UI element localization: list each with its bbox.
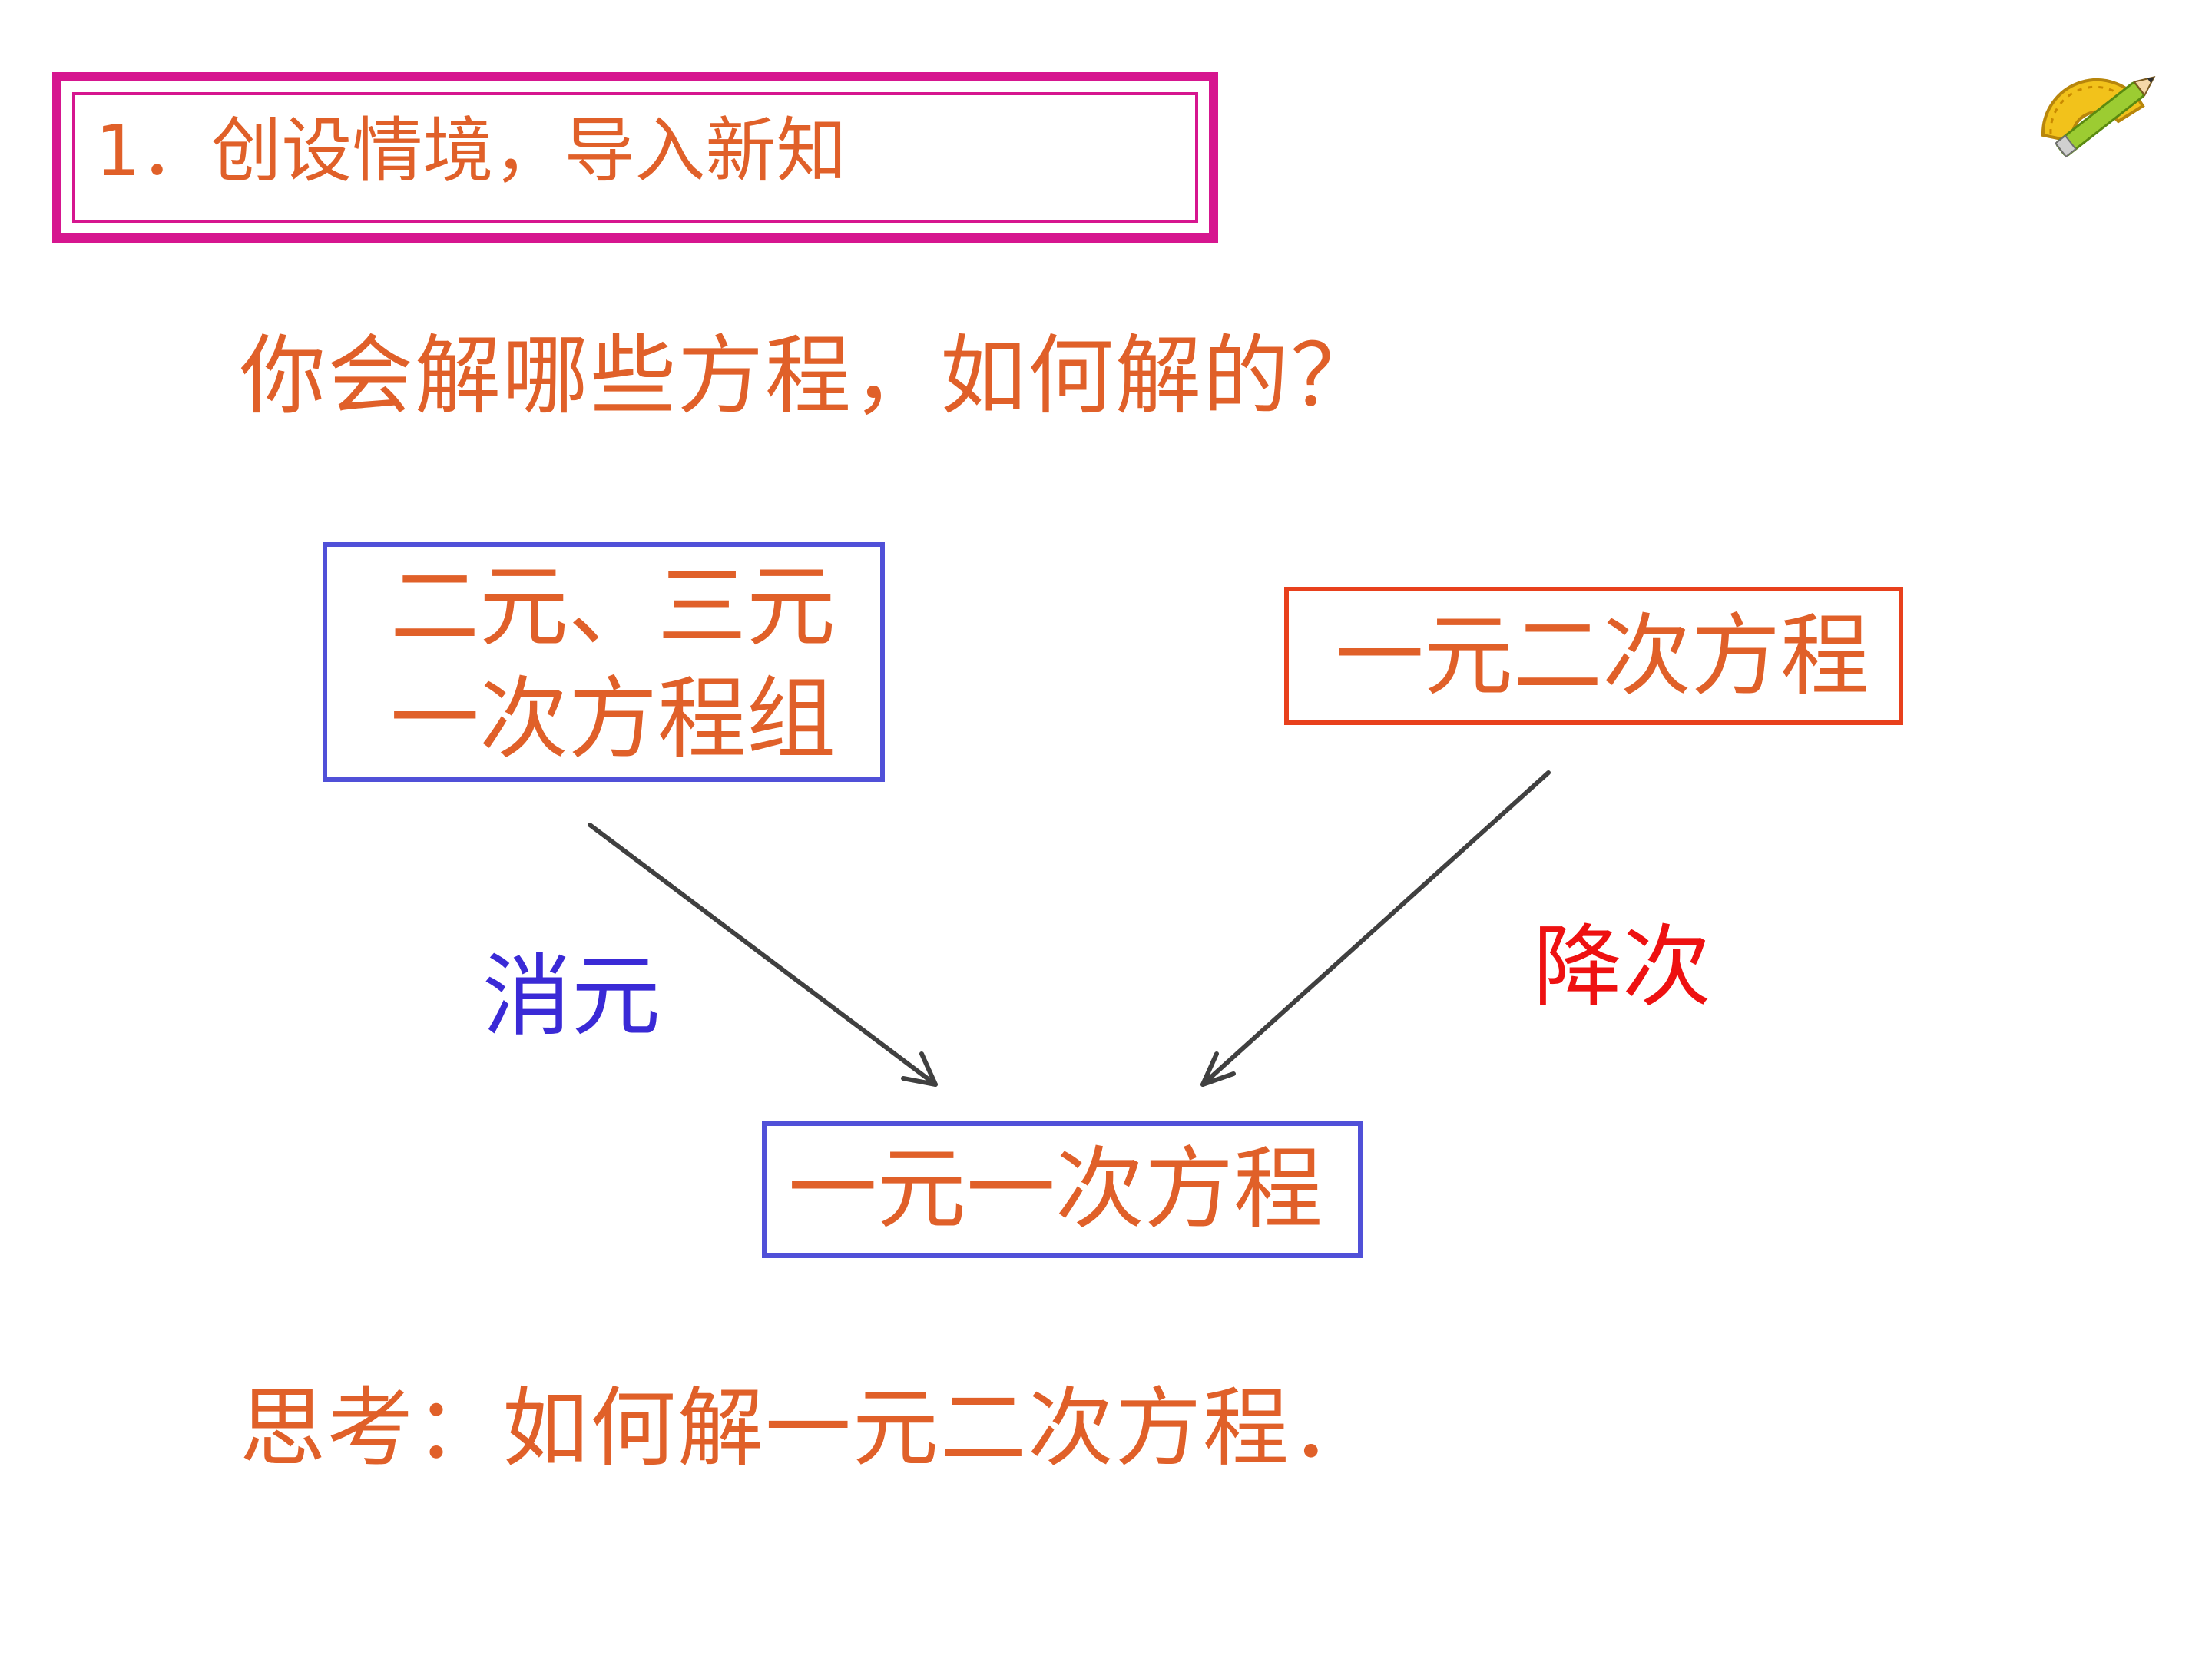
- node-right-text: 一元二次方程: [1335, 604, 1869, 708]
- arrow-right-to-bottom: [1200, 770, 1551, 1087]
- arrow-left-head: [901, 1051, 938, 1087]
- node-quadratic-equation: 一元二次方程: [1284, 587, 1903, 725]
- arrow-left-to-bottom: [588, 823, 938, 1087]
- protractor-pencil-icon: [2041, 75, 2156, 158]
- section-title-frame: 1．创设情境，导入新知: [52, 72, 1218, 243]
- node-left-line1: 二元、三元: [390, 555, 836, 659]
- node-bottom-text: 一元一次方程: [788, 1137, 1323, 1241]
- node-left-line2: 一次方程组: [390, 667, 836, 771]
- edge-label-elimination: 消元: [482, 945, 661, 1048]
- node-left-text: 二元、三元 一次方程组: [390, 551, 836, 776]
- arrow-right-head: [1200, 1051, 1236, 1087]
- intro-question: 你会解哪些方程，如何解的？: [240, 326, 1378, 426]
- title-frame-inner-border: [72, 92, 1198, 223]
- node-linear-equation: 一元一次方程: [762, 1121, 1363, 1258]
- node-multivariable-linear-systems: 二元、三元 一次方程组: [323, 542, 885, 782]
- think-prompt: 思考：如何解一元二次方程．: [240, 1379, 1378, 1479]
- edge-label-degree-reduction: 降次: [1533, 916, 1711, 1019]
- section-title: 1．创设情境，导入新知: [95, 110, 847, 192]
